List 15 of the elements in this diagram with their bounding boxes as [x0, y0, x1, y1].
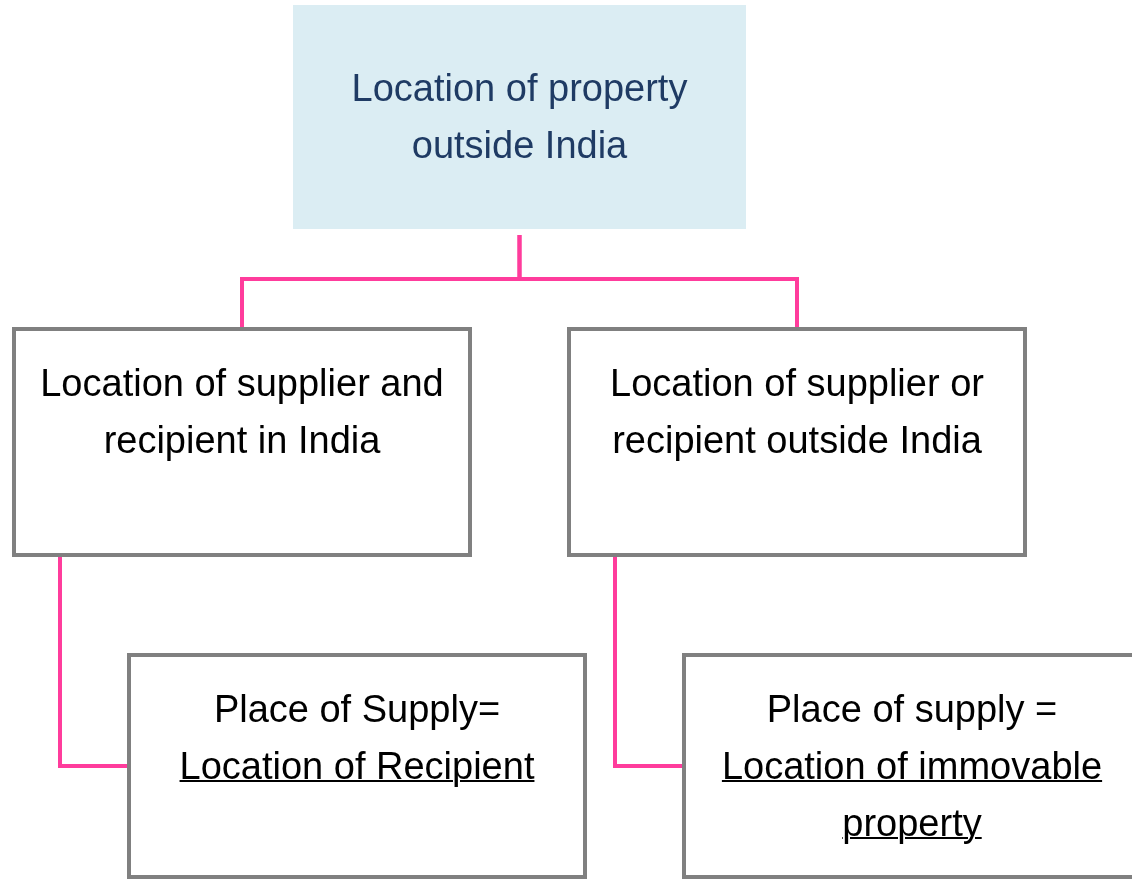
heading-box [293, 5, 746, 229]
node-text: Location of supplier or recipient outside India [609, 361, 985, 463]
connector-line [613, 557, 682, 768]
node-text: Location of property outside India [350, 66, 689, 168]
process-box [567, 327, 1027, 557]
process-box [12, 327, 472, 557]
result-text: Location of immovable property [720, 744, 1104, 846]
node-text: Place of Supply= [213, 687, 501, 732]
connector-line [517, 235, 799, 327]
node-text: Location of supplier and recipient in India [39, 361, 445, 463]
process-box [127, 653, 587, 879]
node-text: Place of supply = [766, 687, 1058, 732]
process-box [682, 653, 1132, 879]
connector-line [58, 557, 127, 768]
result-text: Location of Recipient [179, 744, 535, 789]
